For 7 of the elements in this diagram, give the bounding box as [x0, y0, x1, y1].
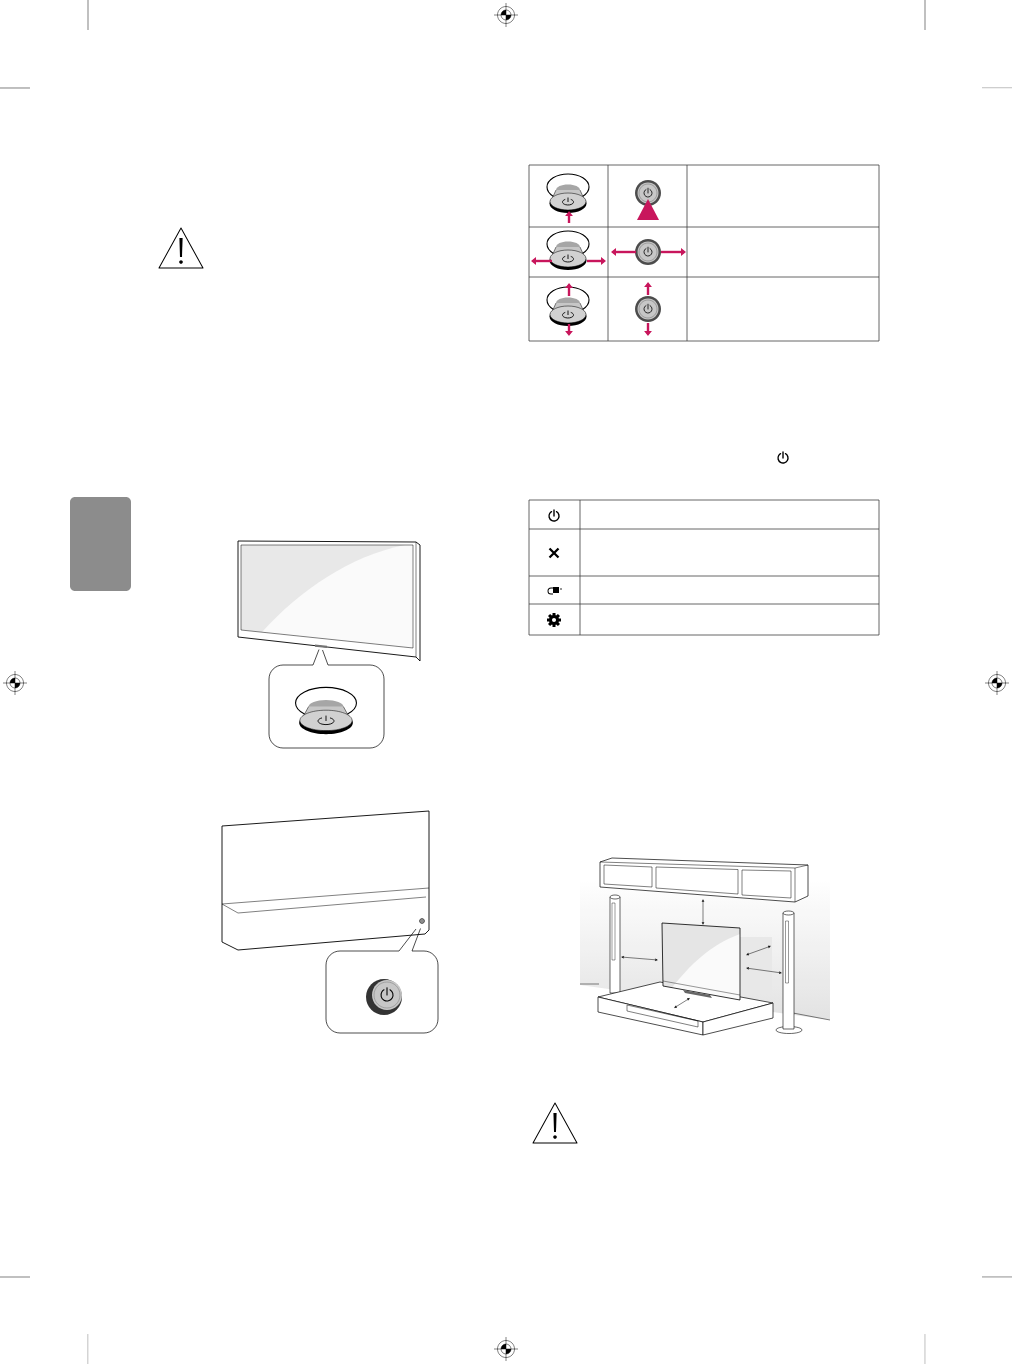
tv-back-drawing [221, 810, 430, 951]
callout-bubble [325, 950, 439, 1034]
callout-bubble [268, 664, 385, 749]
side-tab [70, 497, 131, 591]
callout-pointer [398, 928, 421, 952]
callout-pointer [312, 649, 329, 666]
tv-front-drawing [237, 540, 421, 662]
